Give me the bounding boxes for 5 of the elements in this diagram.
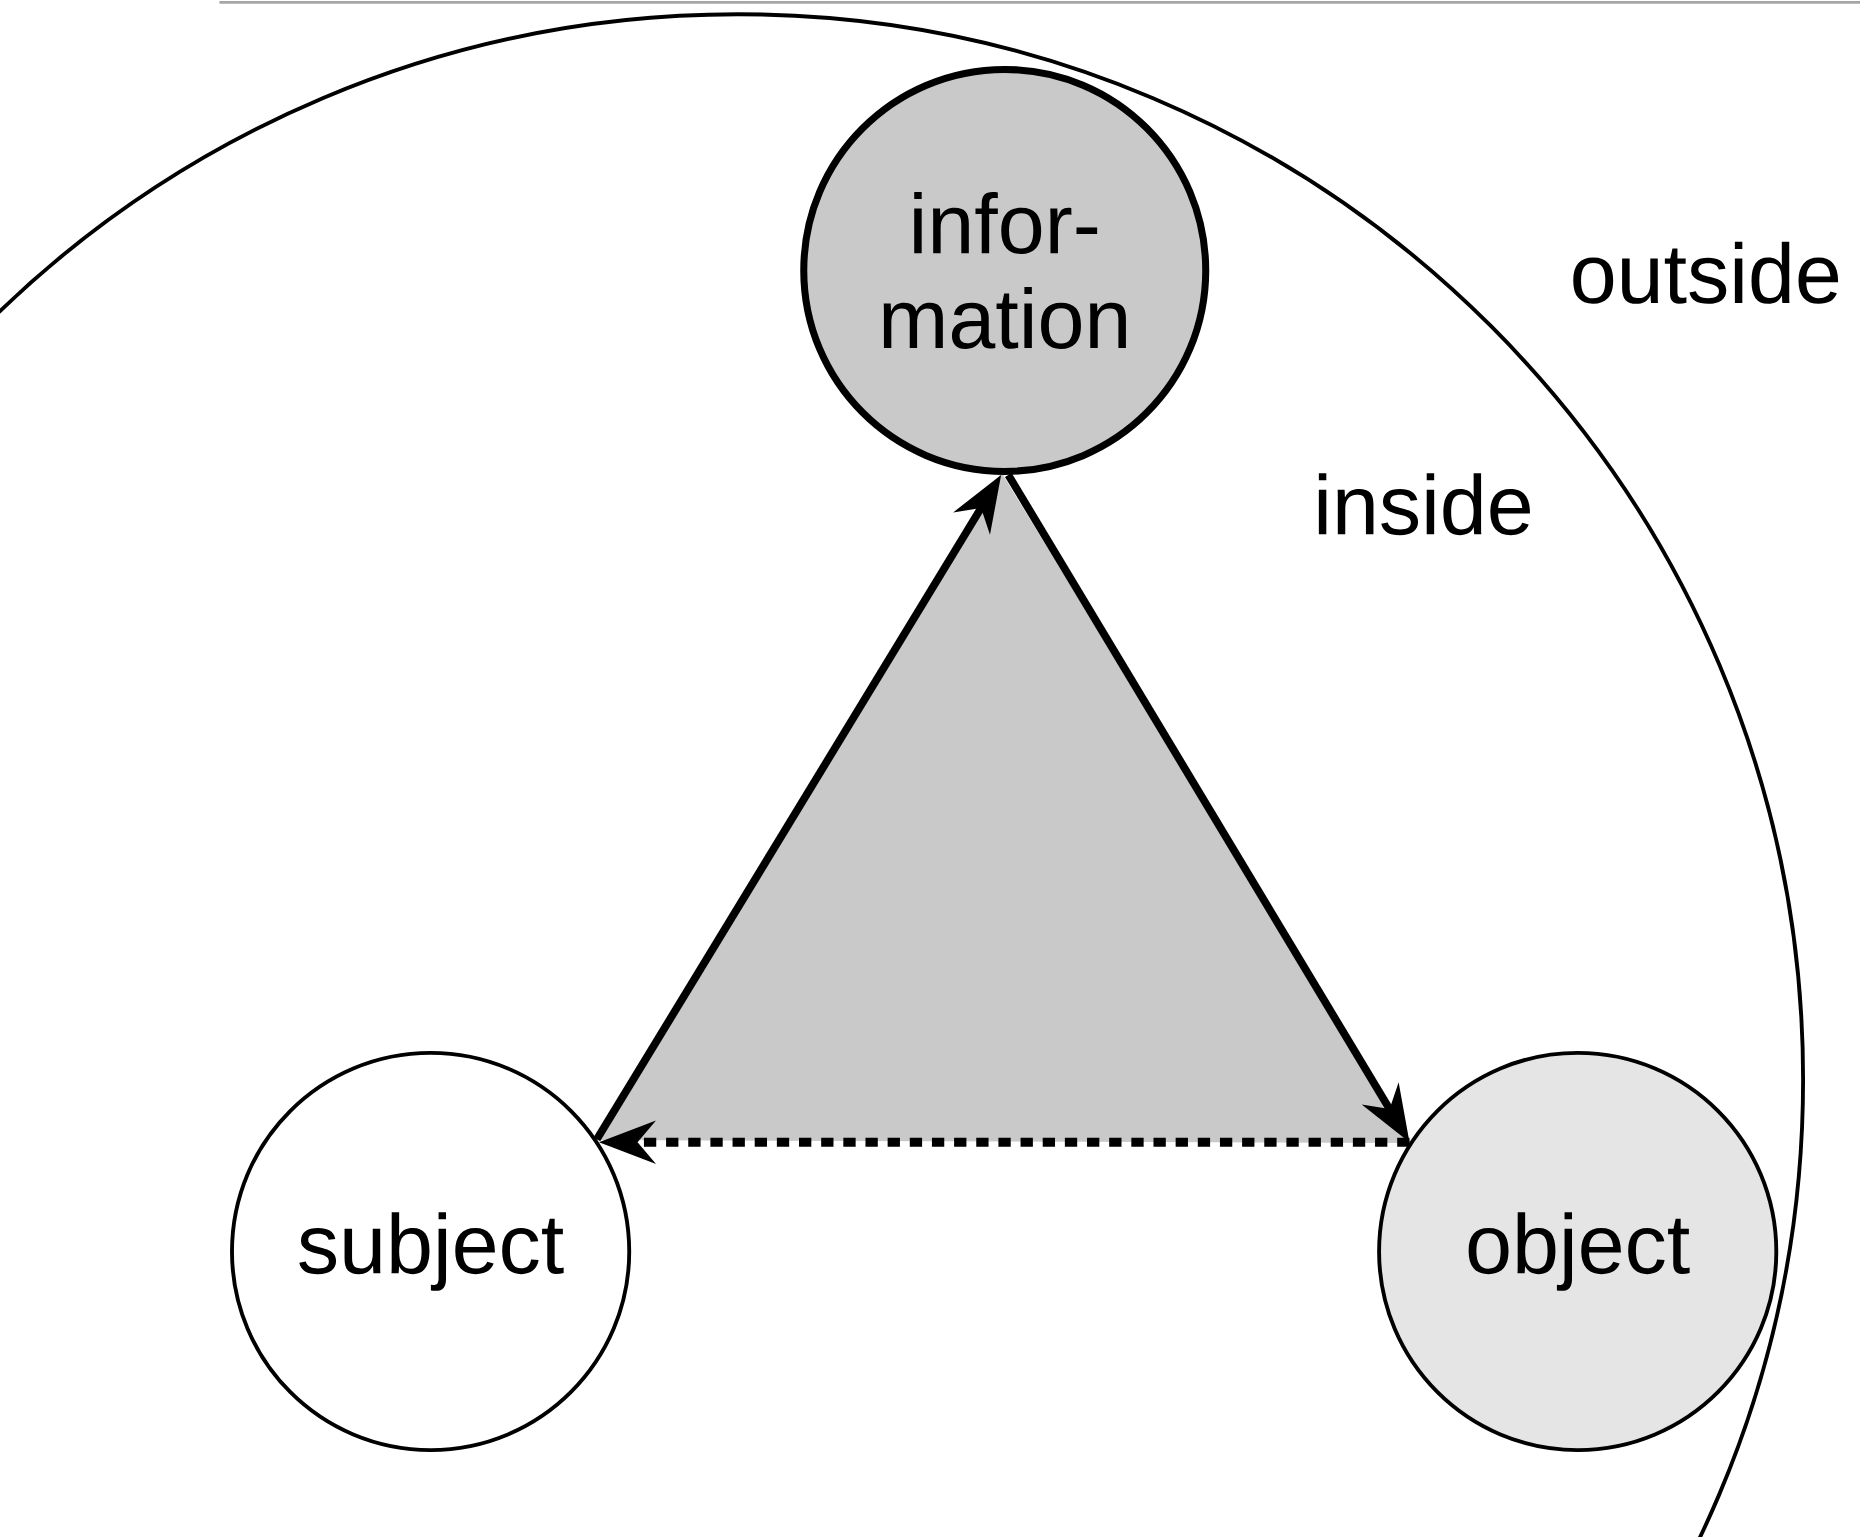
circle-node: subject	[230, 1050, 632, 1452]
circle-node: infor- mation	[800, 65, 1210, 475]
region-label: outside	[1573, 241, 1839, 304]
circle-node: object	[1377, 1050, 1779, 1452]
region-label: inside	[1318, 473, 1530, 535]
